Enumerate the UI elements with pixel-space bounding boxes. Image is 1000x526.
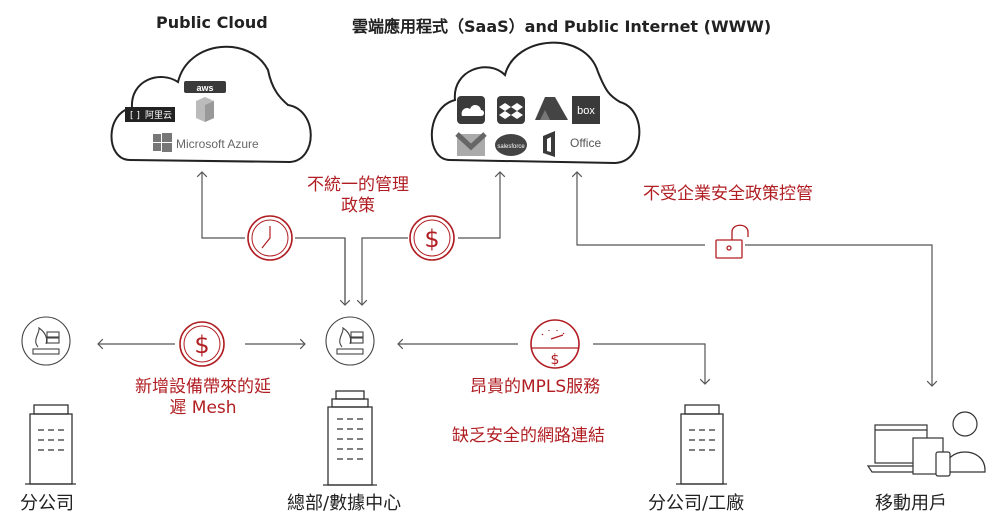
gmail-icon xyxy=(455,132,487,156)
onedrive-icon xyxy=(457,96,485,124)
hq-label: 總部/數據中心 xyxy=(287,493,402,514)
mobile-to-saas-line xyxy=(571,171,705,246)
dollar-icon: $ xyxy=(409,215,455,261)
svg-text:Microsoft Azure: Microsoft Azure xyxy=(176,137,259,151)
hq-to-public-cloud-line xyxy=(295,237,346,302)
svg-text:[ ]: [ ] xyxy=(130,111,140,121)
box-logo: box xyxy=(572,96,600,124)
mobile-devices-user-icon xyxy=(866,411,986,477)
google-drive-icon xyxy=(535,97,568,120)
branch-factory-building-icon xyxy=(676,404,727,485)
mesh-annotation-line2: 遲 Mesh xyxy=(169,398,237,418)
branch-building-icon xyxy=(25,404,76,485)
mesh-annotation-line1: 新增設備帶來的延 xyxy=(135,377,271,397)
policy-annotation: 不統一的管理 政策 xyxy=(293,175,423,217)
policy-annotation-line2: 政策 xyxy=(341,196,375,216)
aws-logo: aws xyxy=(184,81,226,122)
svg-text:salesforce: salesforce xyxy=(497,144,525,150)
policy-annotation-line1: 不統一的管理 xyxy=(307,175,409,195)
branch-label: 分公司 xyxy=(20,493,74,514)
connectors xyxy=(97,171,938,387)
aliyun-logo: [ ] 阿里云 xyxy=(125,107,175,122)
hq-building-icon xyxy=(323,390,377,486)
saas-title: 雲端應用程式（SaaS）and Public Internet (WWW) xyxy=(352,17,772,36)
branch-factory-label: 分公司/工廠 xyxy=(648,493,745,514)
mobile-user-label: 移動用戶 xyxy=(875,493,947,514)
dropbox-icon xyxy=(497,96,525,124)
mpls-annotation: 昂貴的MPLS服務 xyxy=(470,377,601,397)
azure-logo: Microsoft Azure xyxy=(153,133,259,152)
public-cloud-title: Public Cloud xyxy=(156,13,268,32)
hq-to-saas-line xyxy=(458,171,506,239)
no-security-annotation: 不受企業安全政策控管 xyxy=(643,184,813,204)
mpls-gauge-icon: $ xyxy=(530,319,580,369)
svg-text:aws: aws xyxy=(196,83,213,93)
mesh-annotation: 新增設備帶來的延 遲 Mesh xyxy=(118,377,288,419)
svg-text:box: box xyxy=(577,105,595,117)
unlocked-padlock-icon xyxy=(715,224,749,259)
svg-text:Office: Office xyxy=(570,136,601,150)
mesh-dollar-icon: $ xyxy=(179,321,225,367)
svg-text:$: $ xyxy=(194,331,209,359)
svg-text:$: $ xyxy=(424,225,439,253)
hq-firewall-icon xyxy=(325,316,375,366)
mpls-line-right xyxy=(593,343,711,385)
svg-text:阿里云: 阿里云 xyxy=(145,110,172,121)
branch-firewall-icon xyxy=(21,316,71,366)
salesforce-logo: salesforce xyxy=(495,134,527,156)
insecure-annotation: 缺乏安全的網路連結 xyxy=(452,426,605,446)
svg-text:$: $ xyxy=(551,352,560,368)
clock-icon xyxy=(247,215,293,261)
office-logo: Office xyxy=(543,131,601,157)
